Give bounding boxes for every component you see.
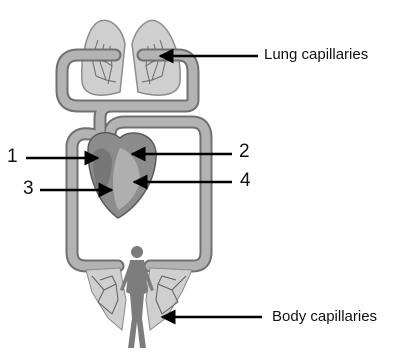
label-3: 3 — [23, 178, 34, 200]
label-4: 4 — [240, 170, 251, 192]
label-1: 1 — [7, 146, 18, 168]
lung-capillaries-label: Lung capillaries — [264, 46, 368, 63]
heart — [88, 133, 156, 218]
body-capillaries-label: Body capillaries — [272, 308, 377, 325]
label-2: 2 — [239, 141, 250, 163]
